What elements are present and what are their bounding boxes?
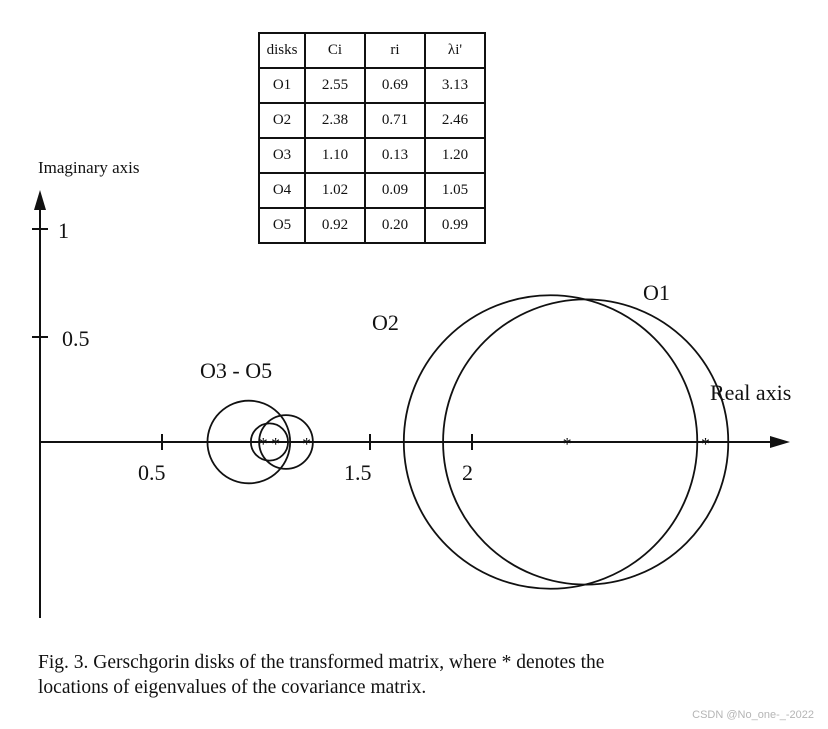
table-header: λi' <box>424 32 486 69</box>
disk-parameter-table: disks Ci ri λi' O1 2.55 0.69 3.13 O2 2.3… <box>258 32 486 244</box>
table-row: O4 1.02 0.09 1.05 <box>258 172 486 209</box>
table-header: ri <box>364 32 426 69</box>
disk-o4 <box>249 422 289 462</box>
real-axis-arrow <box>770 436 790 448</box>
table-row: O5 0.92 0.20 0.99 <box>258 207 486 244</box>
table-cell: 0.71 <box>364 102 426 139</box>
table-cell: 1.02 <box>304 172 366 209</box>
table-cell: 1.10 <box>304 137 366 174</box>
eigenvalue-marker: * <box>563 434 572 454</box>
table-row: O3 1.10 0.13 1.20 <box>258 137 486 174</box>
table-cell: 1.05 <box>424 172 486 209</box>
table-cell: 0.69 <box>364 67 426 104</box>
table-header-row: disks Ci ri λi' <box>258 32 486 69</box>
table-row: O2 2.38 0.71 2.46 <box>258 102 486 139</box>
table-cell: 2.38 <box>304 102 366 139</box>
table-cell: 2.55 <box>304 67 366 104</box>
disk-o2 <box>402 294 699 590</box>
table-cell: O2 <box>258 102 306 139</box>
figure-caption: Fig. 3. Gerschgorin disks of the transfo… <box>38 650 808 700</box>
real-axis-label: Real axis <box>710 380 791 405</box>
eigenvalue-marker: * <box>302 434 311 454</box>
eigenvalue-marker: * <box>701 434 710 454</box>
y-tick-label-1: 1 <box>58 218 69 243</box>
table-cell: 1.20 <box>424 137 486 174</box>
disk-o5 <box>206 399 292 485</box>
x-tick-label-0-5: 0.5 <box>138 460 166 485</box>
disks-group <box>206 294 730 590</box>
imaginary-axis-arrow <box>34 190 46 210</box>
y-tick-label-0-5: 0.5 <box>62 326 90 351</box>
table-cell: O3 <box>258 137 306 174</box>
table-cell: 3.13 <box>424 67 486 104</box>
table-row: O1 2.55 0.69 3.13 <box>258 67 486 104</box>
watermark: CSDN @No_one-_-2022 <box>692 709 814 721</box>
table-header: Ci <box>304 32 366 69</box>
table-cell: 0.09 <box>364 172 426 209</box>
table-cell: 2.46 <box>424 102 486 139</box>
x-tick-label-2: 2 <box>462 460 473 485</box>
caption-line-2: locations of eigenvalues of the covarian… <box>38 677 427 698</box>
table-cell: 0.99 <box>424 207 486 244</box>
disk-label-o3-o5: O3 - O5 <box>200 358 272 383</box>
table-cell: O4 <box>258 172 306 209</box>
imaginary-axis-label: Imaginary axis <box>38 158 140 177</box>
table-cell: 0.20 <box>364 207 426 244</box>
eigenvalue-marker: * <box>271 434 280 454</box>
x-tick-label-1-5: 1.5 <box>344 460 372 485</box>
eigenvalue-markers: ***** <box>259 434 710 454</box>
table-cell: 0.13 <box>364 137 426 174</box>
table-cell: 0.92 <box>304 207 366 244</box>
table-cell: O1 <box>258 67 306 104</box>
table-cell: O5 <box>258 207 306 244</box>
eigenvalue-marker: * <box>259 434 268 454</box>
disk-o3 <box>258 414 314 470</box>
caption-line-1: Fig. 3. Gerschgorin disks of the transfo… <box>38 652 605 673</box>
disk-label-o1: O1 <box>643 280 670 305</box>
table-header: disks <box>258 32 306 69</box>
disk-label-o2: O2 <box>372 310 399 335</box>
